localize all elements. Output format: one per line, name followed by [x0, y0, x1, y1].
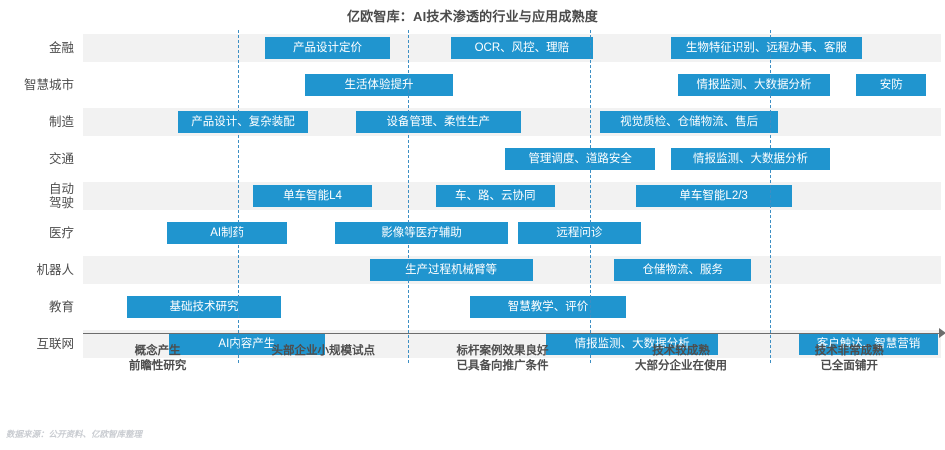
chart-bar[interactable]: 智慧教学、评价: [469, 296, 627, 318]
stage-label-line: 技术较成熟: [652, 345, 710, 357]
chart-bar[interactable]: 生产过程机械臂等: [369, 259, 533, 281]
row-label-line: 智慧城市: [23, 78, 74, 92]
x-axis-stage-label: 标杆案例效果良好已具备向推广条件: [413, 344, 593, 374]
row-label-医疗: 医疗: [0, 226, 74, 240]
chart-bar[interactable]: OCR、风控、理赔: [451, 37, 593, 59]
stage-label-line: 技术非常成熟: [814, 345, 884, 357]
row-label-金融: 金融: [0, 41, 74, 55]
chart-bar[interactable]: AI制药: [167, 222, 288, 244]
row-label-line: 教育: [48, 300, 74, 314]
chart-bar[interactable]: 视觉质检、仓储物流、售后: [600, 111, 778, 133]
x-axis-stage-label: 概念产生前瞻性研究: [68, 344, 248, 374]
stage-label-line: 已全面铺开: [820, 360, 878, 372]
row-label-line: 机器人: [36, 263, 74, 277]
chart-bar[interactable]: 影像等医疗辅助: [335, 222, 508, 244]
row-label-自动驾驶: 自动驾驶: [0, 182, 74, 210]
stage-divider-line: [770, 30, 772, 363]
row-label-交通: 交通: [0, 152, 74, 166]
maturity-chart-plot: 金融 产品设计定价 OCR、风控、理赔 生物特征识别、远程办事、客服智慧城市 生活体验提…: [0, 30, 945, 375]
chart-bar[interactable]: 车、路、云协同: [435, 185, 555, 207]
row-label-智慧城市: 智慧城市: [0, 78, 74, 92]
x-axis-stage-label: 技术非常成熟已全面铺开: [759, 344, 939, 374]
row-label-line: 交通: [48, 152, 74, 166]
chart-bar[interactable]: 客户触达、智慧营销: [799, 333, 938, 355]
stage-label-line: 前瞻性研究: [128, 360, 187, 372]
x-axis-line: [83, 333, 941, 334]
chart-bar[interactable]: 单车智能L2/3: [635, 185, 792, 207]
chart-bar[interactable]: 设备管理、柔性生产: [355, 111, 521, 133]
chart-bar[interactable]: 生物特征识别、远程办事、客服: [670, 37, 863, 59]
chart-bar[interactable]: 情报监测、大数据分析: [677, 74, 831, 96]
chart-bar[interactable]: 基础技术研究: [126, 296, 282, 318]
x-axis-arrow-icon: [939, 328, 945, 338]
chart-bar[interactable]: 生活体验提升: [305, 74, 453, 96]
chart-bar[interactable]: 仓储物流、服务: [614, 259, 752, 281]
chart-bar[interactable]: 产品设计定价: [264, 37, 391, 59]
stage-label-line: 概念产生: [134, 345, 181, 357]
page-title: 亿欧智库：AI技术渗透的行业与应用成熟度: [346, 9, 598, 24]
row-label-line: 金融: [48, 41, 74, 55]
stage-divider-line: [238, 30, 240, 363]
source-note: 数据来源：公开资料、亿欧智库整理: [6, 429, 143, 439]
x-axis-stage-label: 技术较成熟大部分企业在使用: [591, 344, 771, 374]
chart-bar[interactable]: AI内容产生: [168, 333, 325, 355]
chart-bar[interactable]: 单车智能L4: [252, 185, 373, 207]
row-label-教育: 教育: [0, 300, 74, 314]
stage-divider-line: [590, 30, 592, 363]
row-label-line: 驾驶: [48, 196, 74, 210]
row-label-制造: 制造: [0, 115, 74, 129]
row-label-line: 互联网: [36, 337, 74, 351]
stage-label-line: 已具备向推广条件: [456, 360, 549, 372]
row-label-line: 制造: [48, 115, 74, 129]
x-axis-stage-label: 头部企业小规模试点: [233, 344, 413, 359]
stage-divider-line: [408, 30, 410, 363]
row-label-line: 自动: [48, 182, 74, 196]
chart-bar[interactable]: 远程问诊: [518, 222, 641, 244]
chart-bar[interactable]: 情报监测、大数据分析: [670, 148, 831, 170]
chart-bar[interactable]: 安防: [856, 74, 927, 96]
stage-label-line: 头部企业小规模试点: [271, 345, 375, 357]
chart-bar[interactable]: 管理调度、道路安全: [505, 148, 656, 170]
stage-label-line: 标杆案例效果良好: [456, 345, 549, 357]
stage-label-line: 大部分企业在使用: [635, 360, 728, 372]
chart-bar[interactable]: 情报监测、大数据分析: [546, 333, 718, 355]
chart-bar[interactable]: 产品设计、复杂装配: [178, 111, 308, 133]
row-label-机器人: 机器人: [0, 263, 74, 277]
row-label-line: 医疗: [48, 226, 74, 240]
row-label-互联网: 互联网: [0, 337, 74, 351]
